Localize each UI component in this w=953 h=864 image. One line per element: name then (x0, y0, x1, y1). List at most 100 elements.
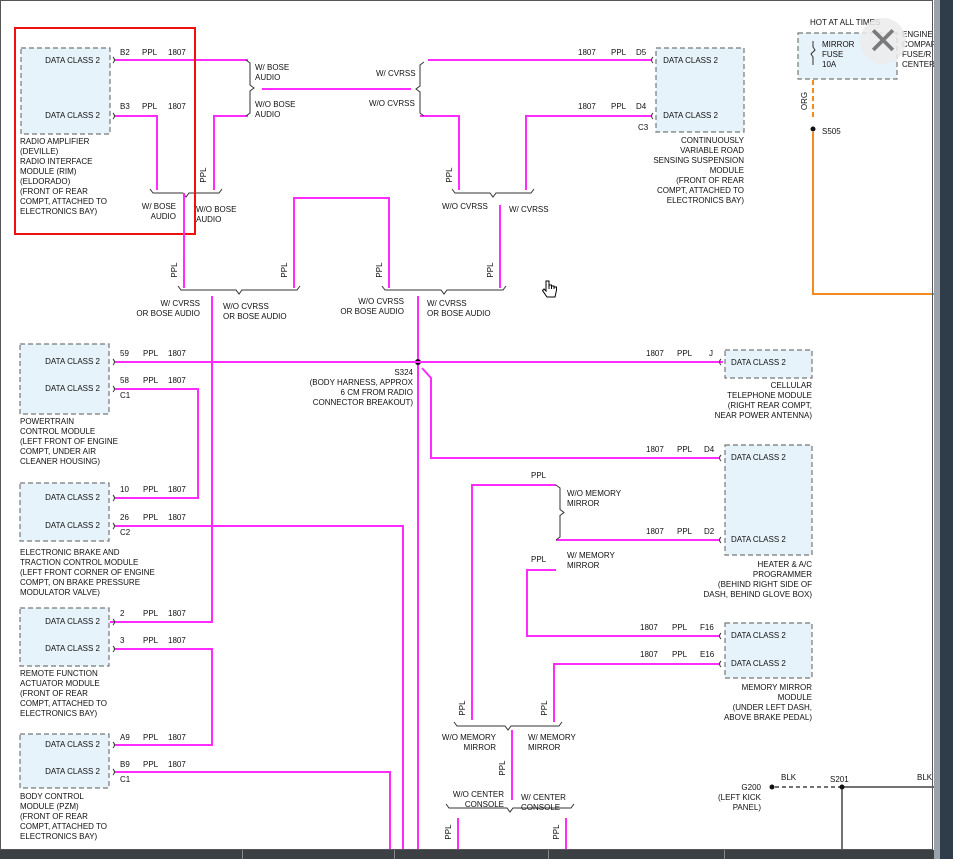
pin-label: 26 (120, 513, 129, 522)
circuit-label: 1807 (640, 623, 658, 632)
option-label: W/O CVRSS (369, 99, 415, 108)
pin-label: 10 (120, 485, 129, 494)
scrollbar-thumb[interactable] (934, 0, 940, 859)
wire-color-label: PPL (170, 262, 179, 278)
connector-terminal (719, 358, 722, 366)
fuse-label: FUSE (822, 50, 843, 59)
connector-terminal (112, 385, 115, 393)
close-button[interactable]: ✕ (860, 18, 906, 64)
module-caption: MEMORY MIRROR (742, 683, 813, 692)
option-label: W/O CENTER (453, 790, 504, 799)
splice-label: S324 (394, 368, 413, 377)
splice-label: PANEL) (733, 803, 762, 812)
data-class-label: DATA CLASS 2 (45, 493, 100, 502)
module-caption: MODULE (778, 693, 812, 702)
option-label: MIRROR (464, 743, 497, 752)
circuit-label: 1807 (640, 650, 658, 659)
pin-label: F16 (700, 623, 714, 632)
module-caption: ELECTRONICS BAY) (20, 207, 98, 216)
circuit-label: 1807 (168, 609, 186, 618)
pin-label: C3 (638, 123, 649, 132)
ppl-wire (115, 771, 391, 855)
wire-color-label: PPL (611, 48, 627, 57)
wire-color-label: PPL (280, 262, 289, 278)
wire-color-label: PPL (611, 102, 627, 111)
ppl-wire (526, 569, 719, 637)
footer-divider (724, 850, 725, 859)
splice-label: S505 (822, 127, 841, 136)
circuit-label: 1807 (578, 48, 596, 57)
circuit-label: 1807 (168, 636, 186, 645)
data-class-label: DATA CLASS 2 (731, 358, 786, 367)
connector-terminal (112, 112, 115, 120)
module-caption: (RIGHT REAR COMPT, (728, 401, 812, 410)
viewer-frame (0, 0, 933, 850)
circuit-label: 1807 (168, 733, 186, 742)
circuit-label: 1807 (168, 485, 186, 494)
option-label: W/O CVRSS (358, 297, 404, 306)
circuit-label: 1807 (578, 102, 596, 111)
circuit-label: 1807 (168, 349, 186, 358)
option-label: W/ CENTER (521, 793, 566, 802)
option-label: W/ CVRSS (427, 299, 467, 308)
connector-terminal (112, 618, 115, 626)
pin-label: C1 (120, 391, 131, 400)
ppl-wire (293, 197, 390, 288)
data-class-label: DATA CLASS 2 (45, 740, 100, 749)
connector-terminal (719, 536, 722, 544)
fuse-label: 10A (822, 60, 837, 69)
module-caption: HEATER & A/C (757, 560, 812, 569)
pin-label: C1 (120, 775, 131, 784)
memory-mirror-module (724, 622, 813, 679)
module-caption: CELLULAR (771, 381, 813, 390)
option-bracket (381, 285, 507, 295)
option-bracket (451, 188, 535, 198)
wire-color-label: PPL (672, 650, 688, 659)
close-icon: ✕ (867, 19, 899, 63)
wire-color-label: PPL (143, 733, 159, 742)
pin-label: 59 (120, 349, 129, 358)
wire-color-label: PPL (142, 102, 158, 111)
pin-label: E16 (700, 650, 715, 659)
pin-label: J (709, 349, 713, 358)
pin-label: B2 (120, 48, 130, 57)
module-caption: PROGRAMMER (753, 570, 812, 579)
module-caption: COMPT, ON BRAKE PRESSURE (20, 578, 140, 587)
connector-terminal (719, 660, 722, 668)
option-label: W/O BOSE (255, 100, 295, 109)
footer-divider (394, 850, 395, 859)
circuit-label: 1807 (168, 760, 186, 769)
data-class-label: DATA CLASS 2 (663, 56, 718, 65)
wire-color-label: PPL (672, 623, 688, 632)
splice-dot (839, 784, 845, 790)
option-label: AUDIO (255, 73, 280, 82)
wire-color-label: PPL (143, 485, 159, 494)
module-caption: ABOVE BRAKE PEDAL) (724, 713, 812, 722)
ppl-wire (115, 648, 213, 746)
option-label: AUDIO (196, 215, 221, 224)
module-caption: ELECTRONIC BRAKE AND (20, 548, 120, 557)
wire-color-label: PPL (677, 445, 693, 454)
option-bracket (177, 285, 301, 295)
pin-label: 58 (120, 376, 129, 385)
wire-color-label: PPL (458, 700, 467, 716)
splice-label: CONNECTOR BREAKOUT) (313, 398, 414, 407)
pin-label: D5 (636, 48, 647, 57)
pin-label: D4 (704, 445, 715, 454)
ppl-wire (115, 115, 158, 190)
page-footer-bar (0, 850, 934, 859)
wire-color-label: PPL (444, 824, 453, 840)
connector-terminal (112, 494, 115, 502)
wire-color-label: PPL (445, 167, 454, 183)
option-label: CONSOLE (465, 800, 504, 809)
pin-label: A9 (120, 733, 130, 742)
module-caption: (ELDORADO) (20, 177, 71, 186)
module-caption: COMPT, ATTACHED TO (20, 699, 107, 708)
wire-color-label: PPL (143, 376, 159, 385)
module-caption: NEAR POWER ANTENNA) (715, 411, 813, 420)
data-class-label: DATA CLASS 2 (45, 111, 100, 120)
wire-color-label: PPL (199, 167, 208, 183)
circuit-label: 1807 (646, 527, 664, 536)
wire-color-label: PPL (375, 262, 384, 278)
ppl-wire (525, 115, 651, 190)
